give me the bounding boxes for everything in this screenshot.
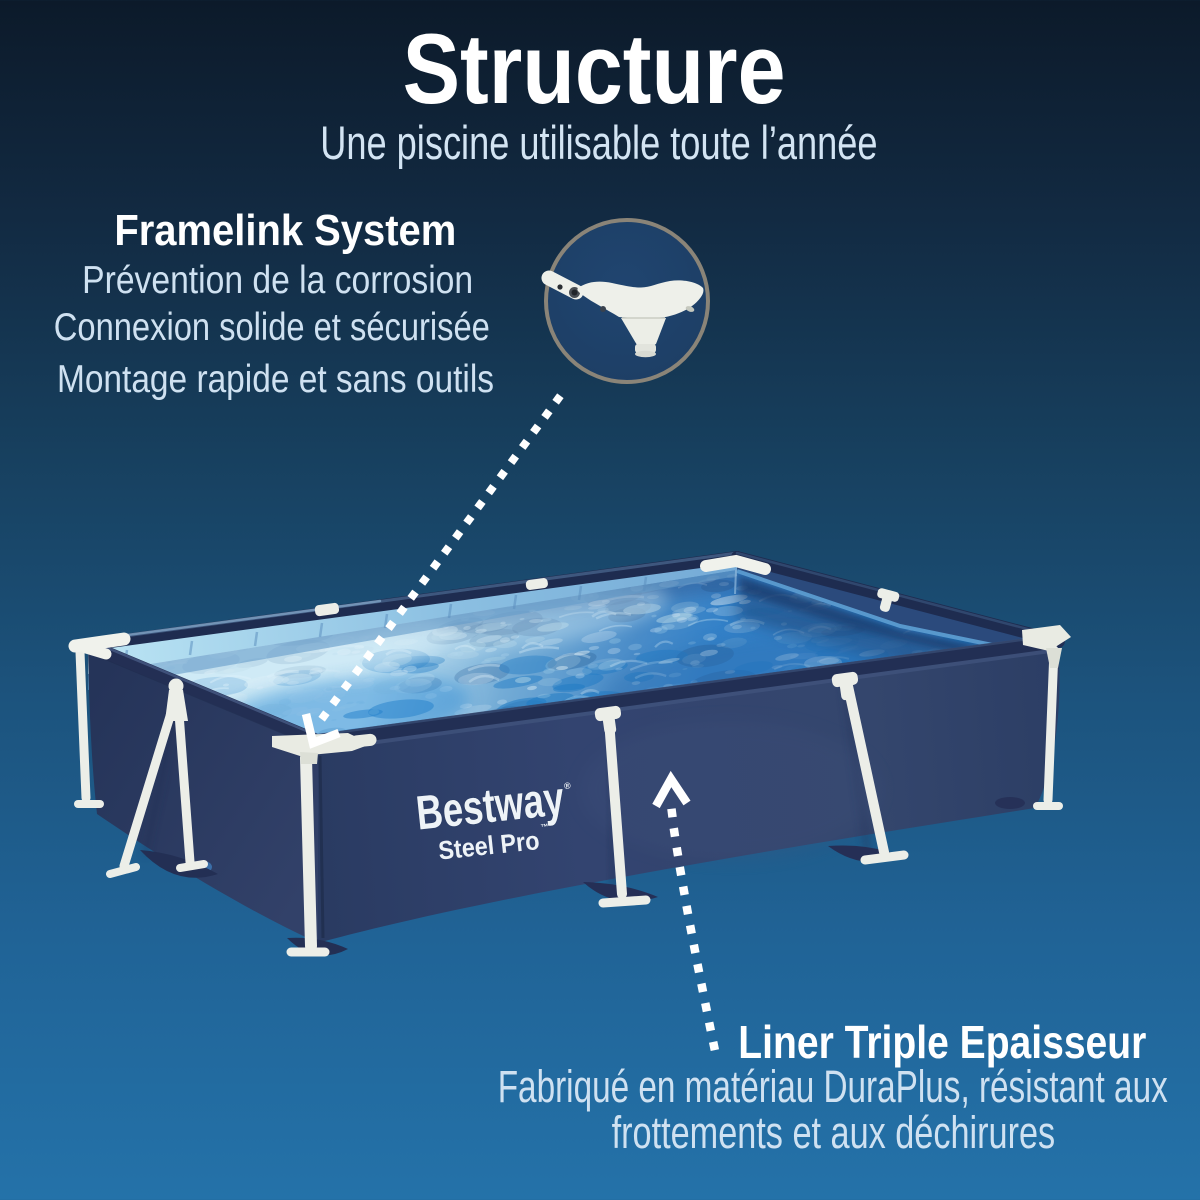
svg-text:®: ® — [564, 780, 572, 791]
svg-text:™: ™ — [540, 822, 549, 832]
